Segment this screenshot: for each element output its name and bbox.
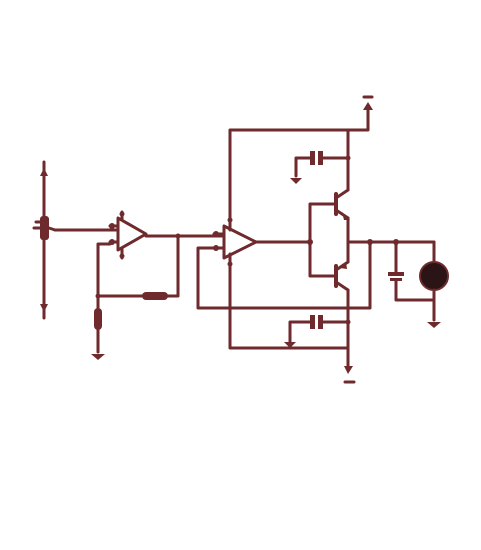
negative-rail [228, 262, 356, 384]
ground-left [91, 354, 105, 360]
op-amp-1-feedback [95, 233, 181, 300]
transistor-npn [308, 188, 350, 244]
load [419, 261, 449, 291]
ground-cap-top [290, 178, 302, 184]
positive-rail [228, 95, 374, 222]
op-amp-2-feedback [196, 240, 372, 310]
feedback-resistor-1 [142, 292, 168, 300]
output-capacitor [388, 272, 404, 276]
transistor-pnp [308, 240, 350, 292]
ground-load [427, 322, 441, 328]
input-potentiometer [32, 160, 57, 320]
ground-cap-bottom [284, 342, 296, 348]
op-amp-1 [108, 210, 148, 260]
capacitor-top [290, 151, 351, 184]
capacitor-bottom [284, 315, 351, 348]
op-amp-2 [212, 216, 258, 268]
output-network [346, 239, 449, 328]
ground-resistor [91, 294, 105, 360]
